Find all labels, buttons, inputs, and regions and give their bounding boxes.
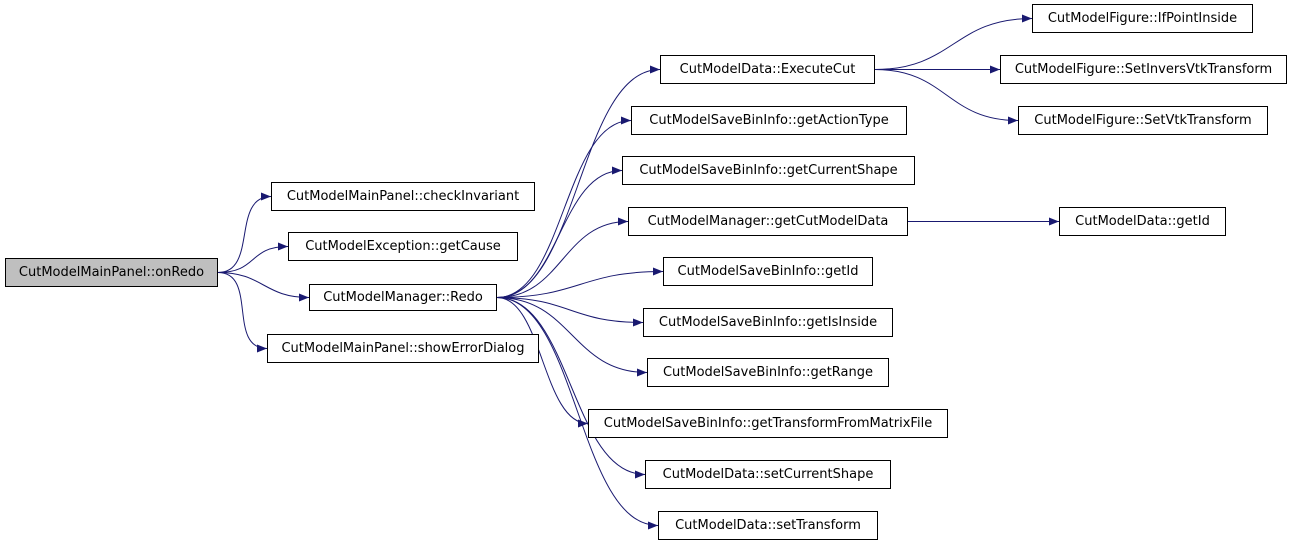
edge-redo-to-get_transform_from_matrix_file bbox=[496, 297, 589, 428]
edge-redo-to-get_is_inside bbox=[496, 297, 644, 327]
node-cutmodeldata-executecut[interactable]: CutModelData::ExecuteCut bbox=[660, 55, 875, 84]
edge-redo-to-set_transform bbox=[496, 297, 659, 530]
node-cutmodelfigure-ifpointinside[interactable]: CutModelFigure::IfPointInside bbox=[1032, 4, 1253, 33]
edge-redo-to-get_cut_model_data bbox=[496, 217, 629, 298]
edge-redo-to-get_action_type bbox=[496, 116, 632, 298]
node-cutmodelmainpanel-onredo: CutModelMainPanel::onRedo bbox=[5, 258, 218, 287]
edge-redo-to-get_current_shape bbox=[496, 166, 623, 298]
node-cutmodelfigure-setinversvtktransform[interactable]: CutModelFigure::SetInversVtkTransform bbox=[1000, 55, 1287, 84]
edge-on_redo-to-show_error_dialog bbox=[217, 272, 268, 353]
node-cutmodeldata-settransform[interactable]: CutModelData::setTransform bbox=[658, 511, 878, 540]
edge-redo-to-bininfo_get_id bbox=[496, 267, 664, 298]
node-cutmodeldata-getid[interactable]: CutModelData::getId bbox=[1059, 207, 1226, 236]
edge-redo-to-get_range bbox=[496, 297, 648, 377]
node-cutmodelexception-getcause[interactable]: CutModelException::getCause bbox=[288, 232, 518, 261]
node-cutmodelmanager-getcutmodeldata[interactable]: CutModelManager::getCutModelData bbox=[628, 207, 908, 236]
edge-execute_cut-to-if_point_inside bbox=[874, 14, 1033, 70]
edge-on_redo-to-get_cause bbox=[217, 242, 289, 273]
node-cutmodelsavebininfo-getisinside[interactable]: CutModelSaveBinInfo::getIsInside bbox=[643, 308, 893, 337]
edge-execute_cut-to-set_vtk_transform bbox=[874, 69, 1019, 125]
edge-on_redo-to-redo bbox=[217, 272, 310, 302]
edge-on_redo-to-check_invariant bbox=[217, 192, 272, 273]
node-cutmodelmanager-redo[interactable]: CutModelManager::Redo bbox=[309, 284, 497, 311]
node-cutmodelsavebininfo-gettransformfrommatrixfile[interactable]: CutModelSaveBinInfo::getTransformFromMat… bbox=[588, 409, 948, 438]
node-cutmodelsavebininfo-getcurrentshape[interactable]: CutModelSaveBinInfo::getCurrentShape bbox=[622, 156, 915, 185]
edge-redo-to-set_current_shape bbox=[496, 297, 646, 479]
node-cutmodelmainpanel-checkinvariant[interactable]: CutModelMainPanel::checkInvariant bbox=[271, 182, 535, 211]
node-cutmodelsavebininfo-getrange[interactable]: CutModelSaveBinInfo::getRange bbox=[647, 358, 889, 387]
node-cutmodelfigure-setvtktransform[interactable]: CutModelFigure::SetVtkTransform bbox=[1018, 106, 1268, 135]
node-cutmodelsavebininfo-getactiontype[interactable]: CutModelSaveBinInfo::getActionType bbox=[631, 106, 907, 135]
node-cutmodeldata-setcurrentshape[interactable]: CutModelData::setCurrentShape bbox=[645, 460, 891, 489]
node-cutmodelmainpanel-showerrordialog[interactable]: CutModelMainPanel::showErrorDialog bbox=[267, 334, 539, 363]
node-cutmodelsavebininfo-getid[interactable]: CutModelSaveBinInfo::getId bbox=[663, 257, 873, 286]
